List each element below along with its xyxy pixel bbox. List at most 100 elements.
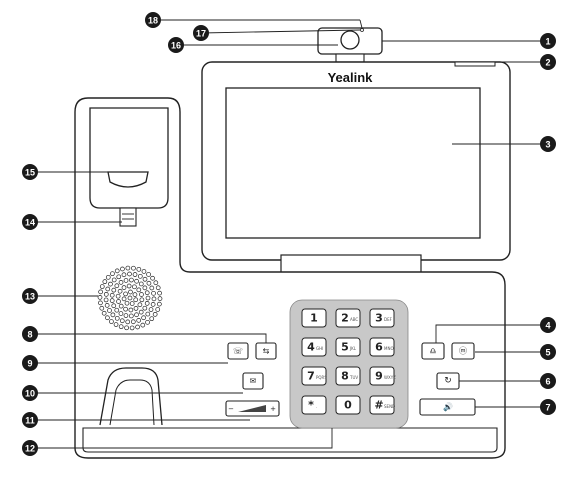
grill-hole bbox=[134, 312, 139, 318]
callout-9: 9 bbox=[22, 355, 38, 371]
grill-hole bbox=[137, 302, 143, 308]
grill-hole bbox=[151, 290, 156, 296]
headset-icon: ♎ bbox=[429, 347, 436, 356]
grill-hole bbox=[128, 313, 134, 319]
svg-text:6: 6 bbox=[545, 377, 550, 387]
callout-1: 1 bbox=[540, 33, 556, 49]
callout-15: 15 bbox=[22, 164, 38, 180]
grill-hole bbox=[155, 307, 161, 312]
grill-hole bbox=[123, 306, 128, 312]
keypad-key-11[interactable]: 0 bbox=[335, 395, 361, 415]
grill-hole bbox=[130, 319, 136, 325]
mute-button[interactable]: ⓜ bbox=[451, 342, 475, 360]
svg-text:5: 5 bbox=[545, 348, 550, 358]
grill-hole bbox=[99, 284, 105, 289]
hold-button[interactable]: ☏ bbox=[227, 342, 249, 360]
keypad-key-sublabel: ABC bbox=[350, 317, 358, 322]
grill-hole bbox=[111, 287, 117, 293]
grill-hole bbox=[103, 297, 109, 303]
grill-hole bbox=[144, 290, 150, 296]
grill-hole bbox=[142, 276, 148, 282]
callout-10: 10 bbox=[22, 385, 38, 401]
svg-text:13: 13 bbox=[25, 292, 35, 302]
grill-hole bbox=[102, 279, 108, 285]
transfer-icon: ⇆ bbox=[263, 347, 270, 356]
hold-icon: ☏ bbox=[233, 347, 243, 356]
grill-hole bbox=[141, 315, 146, 321]
grill-hole bbox=[109, 292, 115, 298]
grill-hole bbox=[129, 301, 135, 306]
camera-lens-icon bbox=[340, 30, 360, 50]
keypad-key-label: 3 bbox=[375, 312, 383, 325]
grill-hole bbox=[157, 290, 162, 296]
grill-hole bbox=[120, 266, 125, 272]
keypad-key-12[interactable]: #SEND bbox=[369, 395, 395, 415]
grill-hole bbox=[141, 269, 147, 274]
handset-cradle bbox=[89, 107, 169, 227]
grill-hole bbox=[124, 300, 130, 306]
grill-hole bbox=[110, 271, 115, 277]
grill-hole bbox=[108, 281, 113, 287]
grill-hole bbox=[107, 308, 112, 313]
headset-button[interactable]: ♎ bbox=[421, 342, 445, 360]
grill-hole bbox=[153, 280, 159, 286]
hookswitch bbox=[107, 171, 149, 188]
grill-hole bbox=[145, 295, 151, 301]
grill-hole bbox=[145, 311, 151, 317]
keypad-key-1[interactable]: 1 bbox=[301, 308, 327, 328]
reversible-tab[interactable] bbox=[119, 207, 137, 227]
callout-3: 3 bbox=[540, 136, 556, 152]
keypad-key-sublabel: . bbox=[316, 404, 317, 409]
volume-plus-label: + bbox=[270, 405, 276, 413]
svg-text:3: 3 bbox=[545, 140, 550, 150]
grill-hole bbox=[146, 280, 152, 286]
keypad-key-label: # bbox=[374, 399, 383, 412]
transfer-button[interactable]: ⇆ bbox=[255, 342, 277, 360]
grill-hole bbox=[128, 289, 133, 295]
volume-minus-label: − bbox=[228, 405, 234, 413]
display-housing: Yealink bbox=[201, 61, 511, 276]
grill-hole bbox=[125, 265, 131, 271]
grill-hole bbox=[113, 322, 119, 327]
speakerphone-button[interactable]: 🔊 bbox=[419, 398, 476, 416]
grill-hole bbox=[136, 287, 142, 293]
grill-hole bbox=[99, 305, 105, 311]
grill-hole bbox=[142, 305, 148, 311]
svg-text:10: 10 bbox=[25, 389, 35, 399]
grill-hole bbox=[139, 297, 145, 303]
keypad-key-label: * bbox=[308, 399, 314, 412]
svg-text:9: 9 bbox=[27, 359, 32, 369]
grill-hole bbox=[132, 292, 138, 297]
speaker-grill bbox=[96, 264, 164, 332]
message-button[interactable]: ✉ bbox=[242, 372, 264, 390]
grill-hole bbox=[131, 265, 136, 271]
callout-5: 5 bbox=[540, 344, 556, 360]
handset-rest bbox=[99, 367, 163, 426]
grill-hole bbox=[97, 295, 103, 300]
message-icon: ✉ bbox=[250, 377, 257, 386]
grill-hole bbox=[132, 284, 137, 290]
redial-button[interactable]: ↻ bbox=[436, 372, 460, 390]
grill-hole bbox=[116, 274, 122, 280]
volume-key[interactable]: − + bbox=[225, 400, 280, 417]
keypad-key-sublabel: SEND bbox=[384, 404, 395, 409]
grill-hole bbox=[124, 325, 129, 331]
svg-text:16: 16 bbox=[171, 41, 181, 51]
callout-8: 8 bbox=[22, 326, 38, 342]
keypad-key-10[interactable]: *. bbox=[301, 395, 327, 415]
grill-hole bbox=[123, 291, 128, 297]
grill-hole bbox=[101, 310, 107, 316]
leader-lines bbox=[30, 19, 548, 449]
svg-text:14: 14 bbox=[25, 218, 35, 228]
grill-hole bbox=[105, 286, 111, 292]
